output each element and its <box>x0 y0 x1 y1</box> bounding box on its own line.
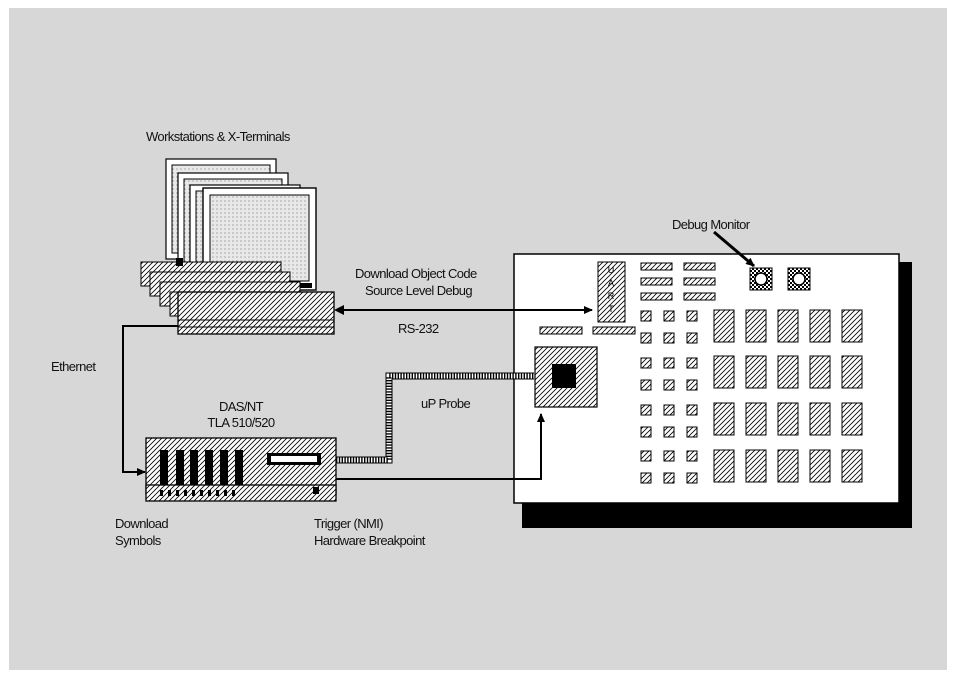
debug-monitor-socket <box>749 267 773 291</box>
uart-letter: T <box>608 304 614 314</box>
workstations-label: Workstations & X-Terminals <box>146 129 290 144</box>
symbols-label: Symbols <box>115 533 161 548</box>
uart-letter: R <box>608 291 615 301</box>
tla-label: TLA 510/520 <box>207 415 275 430</box>
ethernet-label: Ethernet <box>51 359 96 374</box>
trigger-link <box>336 413 545 480</box>
das-nt-label: DAS/NT <box>218 399 264 414</box>
rs232-link <box>334 305 593 315</box>
up-probe-cable <box>336 372 534 464</box>
source-level-debug-label: Source Level Debug <box>365 283 473 298</box>
debug-monitor-pointer <box>713 230 755 268</box>
download-object-code-label: Download Object Code <box>355 266 477 281</box>
uart-letter: U <box>608 265 615 275</box>
trigger-label: Trigger (NMI) <box>314 516 384 531</box>
debug-monitor-label: Debug Monitor <box>672 217 750 232</box>
uart-chip <box>597 261 626 323</box>
tla-instrument <box>145 437 337 502</box>
workstations-icon <box>140 158 335 335</box>
socket-2 <box>787 267 811 291</box>
uart-letter: A <box>608 278 614 288</box>
up-probe-label: uP Probe <box>421 396 471 411</box>
ethernet-link <box>122 325 178 476</box>
uart-label: U A R T <box>608 265 615 314</box>
rs232-label: RS-232 <box>398 321 439 336</box>
target-board <box>513 253 912 528</box>
hardware-breakpoint-label: Hardware Breakpoint <box>314 533 425 548</box>
download-label: Download <box>115 516 169 531</box>
